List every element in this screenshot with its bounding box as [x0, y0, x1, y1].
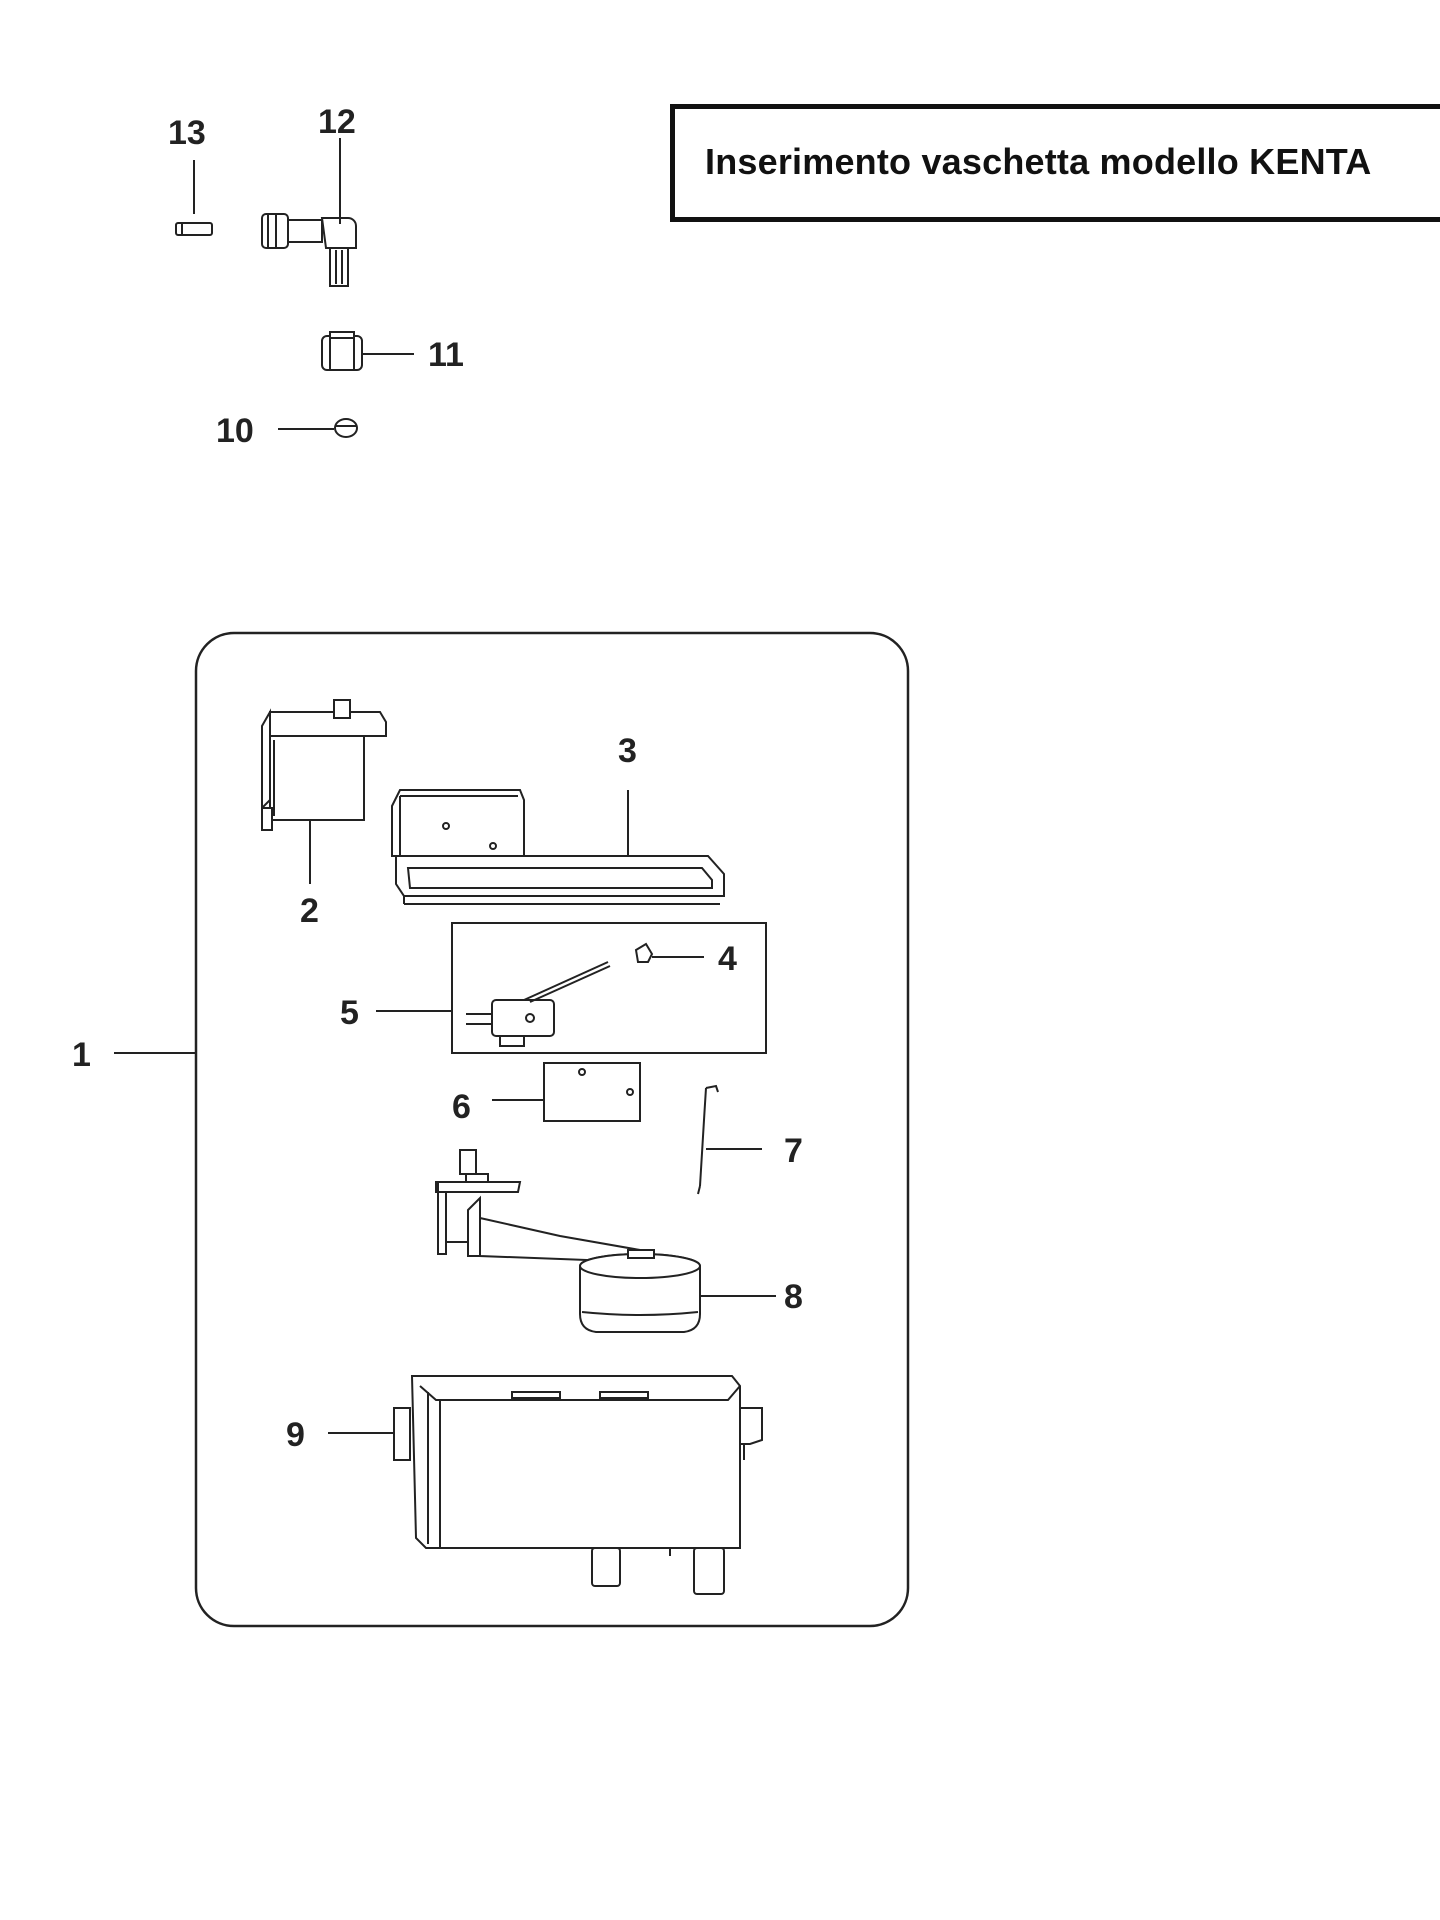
part-9-tank	[393, 1375, 763, 1595]
diagram-title: Inserimento vaschetta modello KENTA	[705, 141, 1372, 182]
part-10-cap	[334, 418, 358, 438]
label-1: 1	[72, 1036, 91, 1074]
label-4: 4	[718, 940, 737, 978]
part-3-tray-cover	[391, 789, 725, 905]
label-2: 2	[300, 892, 319, 930]
label-6: 6	[452, 1088, 471, 1126]
part-5-micro-switch	[466, 961, 611, 1047]
part-11-nut	[321, 331, 363, 371]
part-8-float-arm	[435, 1149, 701, 1333]
kit-boundary-frame	[194, 631, 910, 1628]
part-2-bracket	[261, 699, 387, 831]
part-4-button	[634, 942, 654, 963]
label-7: 7	[784, 1132, 803, 1170]
label-3: 3	[618, 732, 637, 770]
label-8: 8	[784, 1278, 803, 1316]
title-box: Inserimento vaschetta modello KENTA	[670, 104, 1440, 222]
label-9: 9	[286, 1416, 305, 1454]
part-5-group-box	[451, 922, 767, 1054]
label-11: 11	[428, 336, 464, 374]
part-13-pin	[175, 222, 213, 236]
label-13: 13	[168, 114, 206, 152]
label-12: 12	[318, 103, 356, 141]
part-6-plate	[543, 1062, 641, 1122]
part-7-spring-wire	[697, 1084, 719, 1195]
part-12-elbow-fitting	[261, 213, 357, 287]
label-10: 10	[216, 412, 254, 450]
label-5: 5	[340, 994, 359, 1032]
